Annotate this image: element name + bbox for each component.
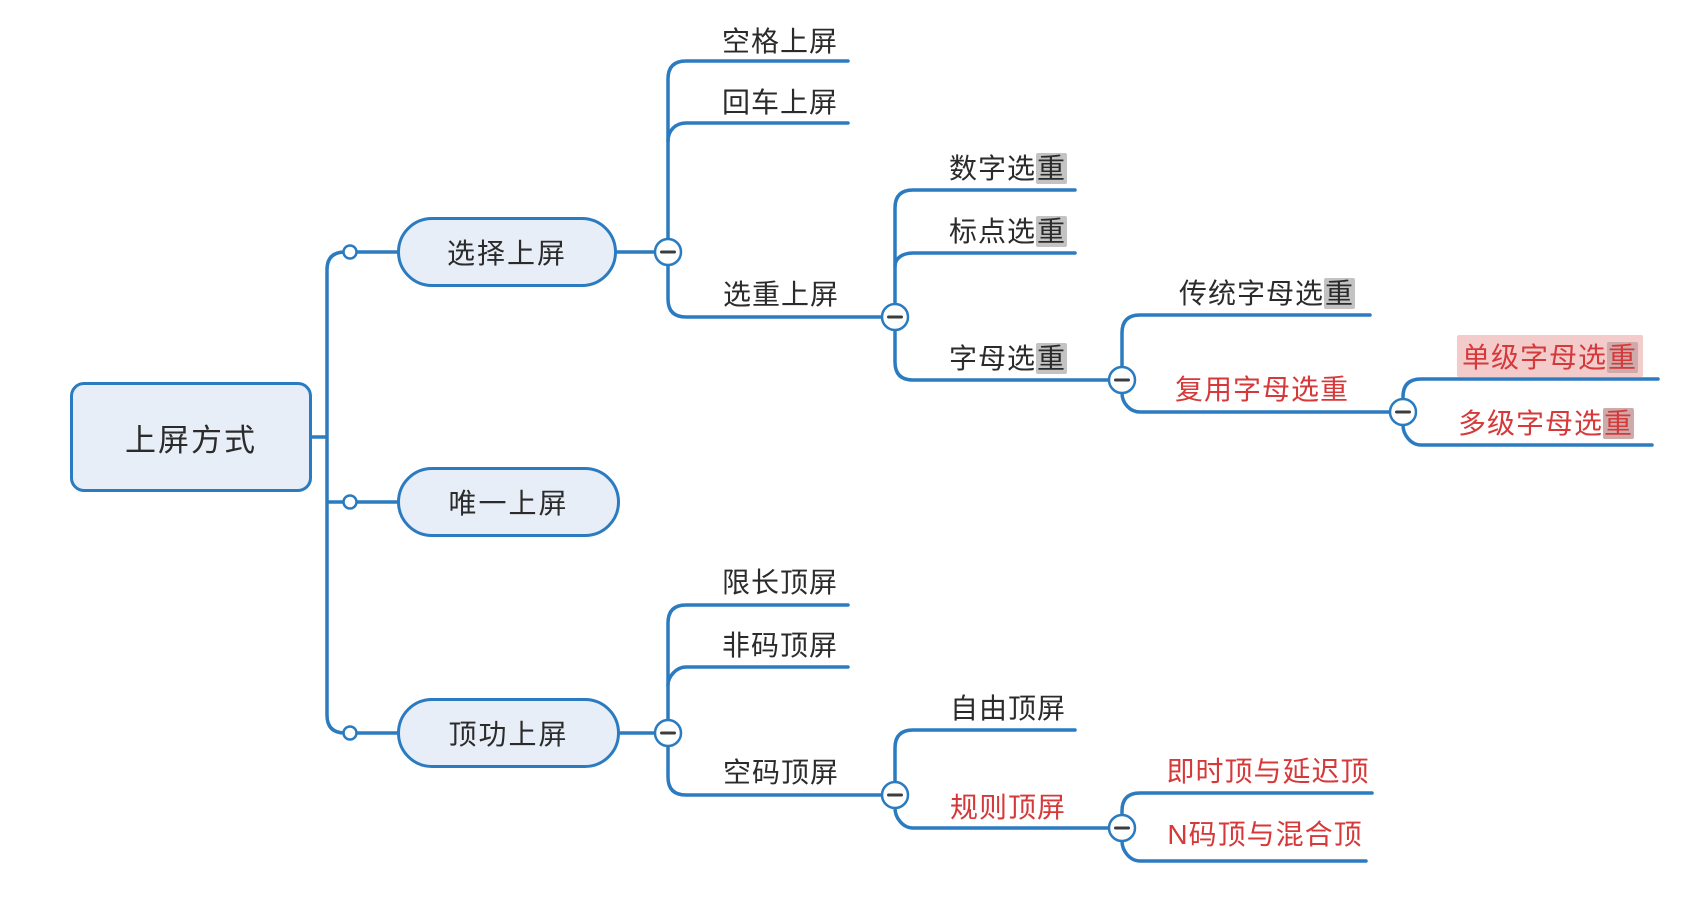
node-label: 唯一上屏 [448,488,569,519]
node-xuanzhong[interactable]: 选重上屏 [723,273,839,313]
connector-fuyong [1120,391,1392,414]
node-label: 上屏方式 [125,422,257,458]
branch-dot-weiyi [342,494,358,510]
node-label: 标点选 [948,216,1036,247]
node-chuantong[interactable]: 传统字母选重 [1178,272,1356,312]
search-highlighted-char: 重 [1036,216,1068,247]
search-highlighted-char: 重 [1324,278,1356,309]
node-label: 单级字母选 [1461,342,1607,373]
node-label: 选重上屏 [722,279,840,310]
connector-duoji [1401,423,1654,447]
node-label: 限长顶屏 [721,567,839,598]
node-jishi[interactable]: 即时顶与延迟顶 [1166,750,1369,790]
node-label: 回车上屏 [721,87,839,118]
node-kongge[interactable]: 空格上屏 [722,20,838,60]
search-highlighted-char: 重 [1036,343,1068,374]
connector-nma [1120,839,1368,863]
node-duoji[interactable]: 多级字母选重 [1457,402,1635,442]
node-dinggong[interactable]: 顶功上屏 [397,698,620,768]
node-label: 空格上屏 [721,26,839,57]
node-kongma[interactable]: 空码顶屏 [723,751,839,791]
connector-kongma [666,744,884,797]
node-biaodian[interactable]: 标点选重 [948,210,1068,250]
node-fuyong[interactable]: 复用字母选重 [1175,368,1349,408]
node-label: 选择上屏 [446,238,567,269]
connector-jishi [1120,791,1374,817]
node-label: 传统字母选 [1178,278,1324,309]
node-xianchang[interactable]: 限长顶屏 [722,561,838,601]
node-label: N码顶与混合顶 [1167,819,1363,850]
node-ziyou[interactable]: 自由顶屏 [950,687,1066,727]
connector-shuzi [893,188,1077,306]
node-label: 非码顶屏 [721,630,839,661]
connector-guize [893,806,1111,830]
node-label: 空码顶屏 [722,757,840,788]
node-root[interactable]: 上屏方式 [70,382,312,492]
node-xuanze[interactable]: 选择上屏 [397,217,617,287]
node-label: 多级字母选 [1457,408,1603,439]
connector-huiche [666,121,850,143]
node-nma[interactable]: N码顶与混合顶 [1167,813,1362,853]
node-label: 复用字母选重 [1174,374,1350,405]
connector-chuantong [1120,313,1372,369]
search-highlighted-char: 重 [1036,153,1068,184]
node-label: 规则顶屏 [949,792,1067,823]
node-label: 自由顶屏 [949,693,1067,724]
connector-xianchang [666,603,850,722]
connector-danji [1401,377,1660,401]
node-weiyi[interactable]: 唯一上屏 [397,467,620,537]
node-zimu[interactable]: 字母选重 [948,337,1068,377]
connector-ziyou [893,728,1077,784]
connector-root-trunk [310,250,402,735]
node-label: 字母选 [948,343,1036,374]
node-label: 即时顶与延迟顶 [1166,756,1370,787]
node-label: 数字选 [948,153,1036,184]
node-guize[interactable]: 规则顶屏 [950,786,1066,826]
connector-biaodian [893,251,1077,268]
node-danji[interactable]: 单级字母选重 [1456,335,1644,377]
connector-feima [666,665,850,687]
connector-zimu [893,328,1111,382]
connector-kongge [666,59,850,241]
connector-xuanzhong [666,263,884,319]
node-feima[interactable]: 非码顶屏 [722,624,838,664]
branch-dot-dinggong [342,725,358,741]
node-huiche[interactable]: 回车上屏 [722,81,838,121]
search-highlighted-char: 重 [1607,342,1639,373]
node-shuzi[interactable]: 数字选重 [948,147,1068,187]
branch-dot-xuanze [342,244,358,260]
node-label: 顶功上屏 [448,719,569,750]
search-highlighted-char: 重 [1603,408,1635,439]
